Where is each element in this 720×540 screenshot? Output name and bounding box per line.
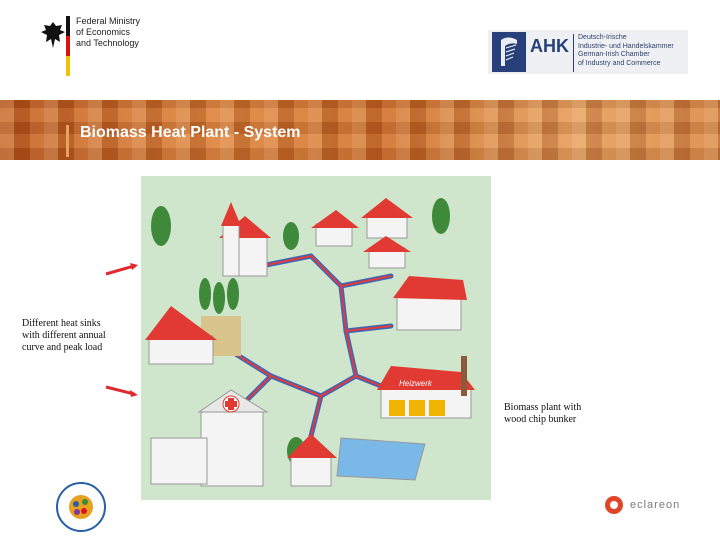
biomass-plant-line: Biomass plant with xyxy=(504,402,582,413)
german-flag-bar xyxy=(66,16,70,76)
federal-eagle-icon xyxy=(41,22,65,48)
title-accent-bar xyxy=(66,125,69,157)
swimming-pool xyxy=(287,434,426,487)
eclareon-wordmark: eclareon xyxy=(630,499,681,511)
heat-sinks-line: Different heat sinks xyxy=(22,318,101,329)
ahk-line: Deutsch-Irische xyxy=(578,34,627,41)
ahk-acronym: AHK xyxy=(530,36,569,56)
heat-sinks-line: curve and peak load xyxy=(22,342,103,353)
hospital-building xyxy=(150,389,269,487)
eclareon-logo-icon xyxy=(605,496,623,514)
slide-title: Biomass Heat Plant - System xyxy=(80,124,301,141)
ministry-line: Federal Ministry xyxy=(76,16,141,26)
ahk-divider xyxy=(573,34,574,72)
biomass-plant-line: wood chip bunker xyxy=(504,414,577,425)
title-banner xyxy=(0,100,720,160)
heat-sinks-label: Different heat sinks with different annu… xyxy=(22,318,142,354)
ahk-line: of Industry and Commerce xyxy=(578,59,661,67)
school-building xyxy=(393,276,467,331)
ministry-line: of Economics xyxy=(76,27,131,37)
heat-sinks-line: with different annual xyxy=(22,330,106,341)
ahk-name: Deutsch-Irische Industrie- und Handelska… xyxy=(578,34,674,68)
renewables-made-in-germany-logo xyxy=(56,482,106,532)
church xyxy=(219,202,271,277)
arrow-right-icon xyxy=(105,385,138,397)
heizwerk-plant: Heizwerk xyxy=(377,356,475,419)
ahk-line: German-Irish Chamber xyxy=(578,51,650,58)
houses-top xyxy=(311,198,413,269)
ministry-name: Federal Ministry of Economics and Techno… xyxy=(76,16,140,49)
farm-building xyxy=(145,306,241,365)
heizwerk-sign: Heizwerk xyxy=(399,379,433,388)
trees xyxy=(151,198,450,465)
ahk-line: Industrie- und Handelskammer xyxy=(578,42,674,50)
arrow-right-icon xyxy=(105,263,138,276)
harp-icon xyxy=(492,32,526,72)
ministry-line: and Technology xyxy=(76,38,139,48)
biomass-plant-label: Biomass plant with wood chip bunker xyxy=(504,402,624,426)
district-heating-illustration: Heizwerk xyxy=(141,176,491,500)
